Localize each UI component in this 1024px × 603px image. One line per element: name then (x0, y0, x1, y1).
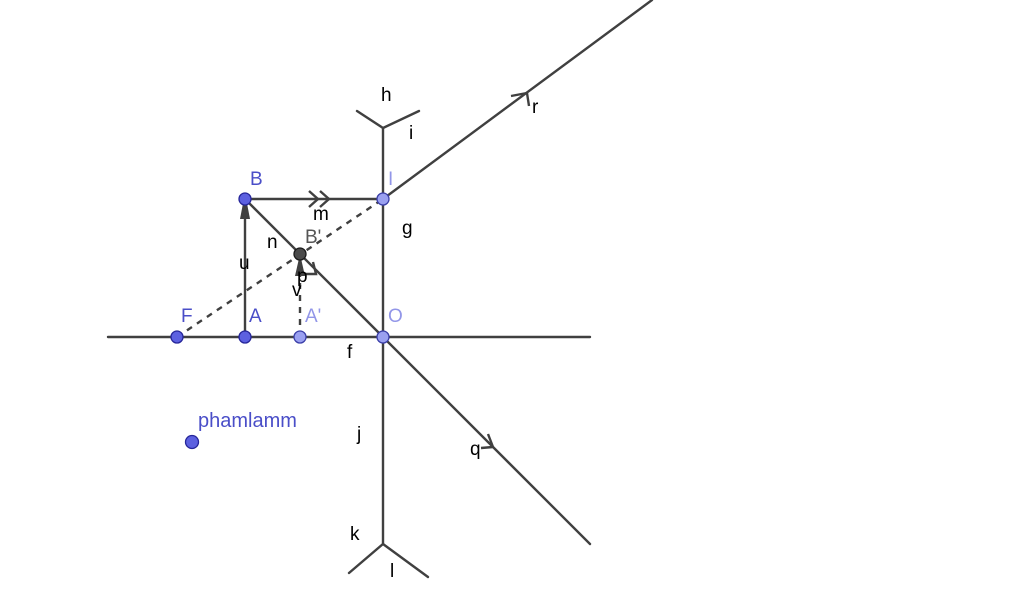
label-F: F (181, 306, 193, 327)
virtual-ray-extension[interactable] (176, 198, 384, 338)
label-u: u (239, 253, 250, 274)
label-n: n (267, 232, 278, 253)
label-k: k (350, 524, 360, 545)
image-arrow-head (295, 254, 305, 276)
label-phamlamm: phamlamm (198, 410, 297, 432)
label-r: r (532, 97, 539, 118)
label-v: v (292, 280, 302, 301)
label-O: O (388, 306, 403, 327)
label-A: A (249, 306, 262, 327)
ray-q-arrow (480, 433, 495, 450)
point-O[interactable] (376, 330, 390, 344)
label-l: l (390, 561, 394, 582)
label-B-prime: B' (305, 227, 321, 248)
lens-tip-l[interactable] (381, 542, 430, 579)
label-g: g (402, 218, 413, 239)
ray-m-double-arrow (308, 190, 320, 208)
ray-r[interactable] (381, 0, 654, 201)
lens-tip-h[interactable] (355, 109, 385, 130)
label-j: j (356, 424, 361, 445)
label-i: i (409, 123, 413, 144)
ray-q[interactable] (381, 335, 592, 546)
point-F[interactable] (170, 330, 184, 344)
ray-r-arrow (510, 91, 531, 107)
label-I: I (388, 169, 393, 190)
label-A-prime: A' (305, 306, 321, 327)
point-A[interactable] (238, 330, 252, 344)
label-q: q (470, 439, 481, 460)
label-m: m (313, 204, 329, 225)
point-B[interactable] (238, 192, 252, 206)
point-B-prime[interactable] (293, 247, 307, 261)
lens-tip-k[interactable] (347, 542, 385, 575)
object-arrow-head (240, 193, 250, 219)
point-I[interactable] (376, 192, 390, 206)
point-A-prime[interactable] (293, 330, 307, 344)
lens-tip-i[interactable] (381, 109, 421, 130)
ray-m-double-arrow-2 (319, 190, 331, 208)
label-p: p (297, 266, 308, 287)
point-phamlamm[interactable] (184, 434, 200, 450)
label-B: B (250, 169, 263, 190)
label-f: f (347, 342, 353, 363)
ray-n-arrow-p (304, 261, 318, 276)
label-h: h (381, 85, 392, 106)
